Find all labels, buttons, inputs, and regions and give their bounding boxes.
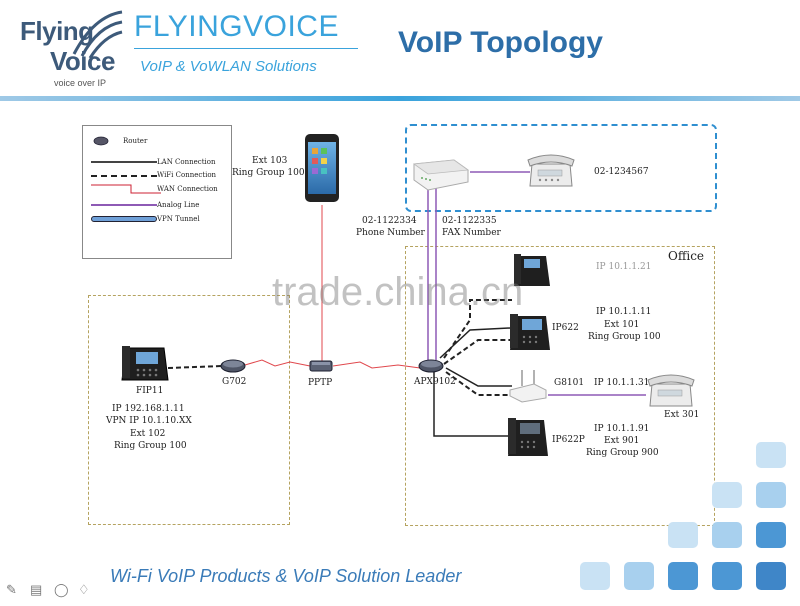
legend: Router LAN Connection WiFi Connection WA… [82,125,232,259]
ip622p-ext: Ext 901 [604,436,640,446]
pointer-icon[interactable]: ◯ [54,582,69,597]
top-ata-device [412,159,470,191]
footer-slogan: Wi-Fi VoIP Products & VoIP Solution Lead… [110,566,462,586]
apx9102-router-icon [418,359,444,373]
g8101-name: G8101 [554,378,585,388]
brand-subtitle: VoIP & VoWLAN Solutions [140,58,317,75]
watermark: trade.china.cn [272,270,524,314]
fip11-group: Ring Group 100 [114,441,187,451]
pptp-label: PPTP [308,378,333,388]
legend-analog-line [91,204,157,206]
ip622-name: IP622 [552,323,579,333]
decorative-tiles [560,440,800,606]
apx9102-label: APX9102 [414,377,456,387]
legend-lan: LAN Connection [157,158,216,166]
slide-toolbar[interactable]: ✎ ▤ ◯ ♢ [6,582,106,602]
top-office-phone-ip: IP 10.1.1.21 [596,262,652,272]
phone-number-sub: Phone Number [356,228,425,238]
ip622p-name: IP622P [552,435,585,445]
pstn-number: 02-1234567 [594,167,649,177]
logo-tagline: voice over IP [54,78,107,88]
fip11-vpn: VPN IP 10.1.10.XX [106,416,192,426]
brand-name: FLYINGVOICE [134,10,339,43]
legend-wan-line [91,184,161,194]
ip622p-phone [508,418,548,456]
remote-site-region [88,295,290,525]
legend-analog: Analog Line [157,201,200,209]
phone-number-label: 02-1122334 [362,216,417,226]
g8101-device [509,370,547,403]
legend-lan-line [91,161,157,163]
ip622-phone [510,314,550,350]
legend-wifi: WiFi Connection [157,171,217,179]
ip622p-ip: IP 10.1.1.91 [594,424,650,434]
ip622-ip: IP 10.1.1.11 [596,307,652,317]
smartphone-device [305,134,339,202]
desk-phone-top [527,154,575,187]
flyingvoice-logo: Flying Voice voice over IP [14,6,124,94]
fip11-name: FIP11 [136,386,164,396]
ip622p-group: Ring Group 900 [586,448,659,458]
legend-wifi-line [91,175,157,177]
g8101-ip: IP 10.1.1.31 [594,378,650,388]
fip11-ip: IP 192.168.1.11 [112,404,185,414]
pstn-region [405,124,717,212]
g8101-ext: Ext 301 [664,410,700,420]
g702-router-icon [220,359,246,373]
eraser-icon[interactable]: ♢ [78,582,90,597]
router-icon [93,136,109,146]
ip622-group: Ring Group 100 [588,332,661,342]
legend-vpn: VPN Tunnel [157,215,200,223]
ip622-ext: Ext 101 [604,320,640,330]
page-title: VoIP Topology [398,26,603,59]
fip11-phone [121,346,169,381]
smartphone-group: Ring Group 100 [232,168,305,178]
office-label: Office [668,249,705,263]
pptp-device-icon [309,360,333,372]
g702-label: G702 [222,377,247,387]
brand-underline [134,48,358,49]
logo-line1: Flying [20,16,94,46]
fax-number-sub: FAX Number [442,228,501,238]
fax-number-label: 02-1122335 [442,216,497,226]
ip-phone-top [514,254,550,286]
fip11-ext: Ext 102 [130,429,166,439]
header-divider [0,96,800,101]
slides-icon[interactable]: ▤ [30,582,43,597]
legend-wan: WAN Connection [157,185,218,193]
analog-phone-ext301 [647,374,695,407]
legend-vpn-line [91,216,157,222]
office-region [405,246,715,526]
logo-line2: Voice [50,46,115,76]
legend-router: Router [123,137,148,145]
smartphone-ext: Ext 103 [252,156,288,166]
signal-waves-icon [72,10,123,59]
pen-icon[interactable]: ✎ [6,582,17,597]
smartphone-screen [308,142,336,194]
